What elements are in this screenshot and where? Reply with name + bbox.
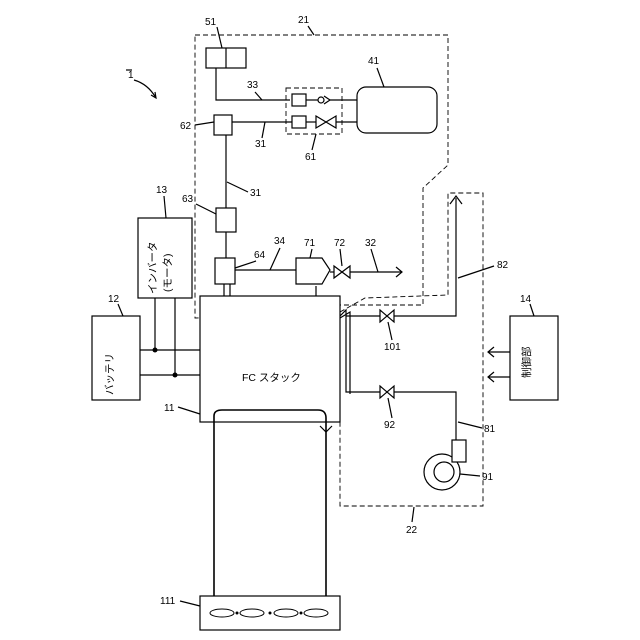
ref-111: 111 — [160, 596, 176, 607]
ref-31a-leader — [262, 122, 265, 138]
ref-61-leader — [312, 134, 316, 150]
ref-101: 101 — [384, 342, 401, 353]
inverter-label-line1: インバータ — [147, 242, 159, 295]
ref-71: 71 — [304, 238, 316, 249]
ref-64: 64 — [254, 250, 266, 261]
ref-11-leader — [178, 407, 200, 414]
valve-61-icon — [316, 116, 336, 128]
ref-51: 51 — [205, 17, 217, 28]
controller — [510, 316, 558, 400]
wire-node-b — [173, 373, 178, 378]
ref-31b: 31 — [250, 188, 262, 199]
ref-34: 34 — [274, 236, 286, 247]
fc-stack — [200, 296, 340, 422]
ref-13-leader — [164, 196, 166, 218]
ref-1-leader — [134, 80, 156, 98]
ref-61: 61 — [305, 152, 317, 163]
ref-21: 21 — [298, 15, 310, 26]
ref-31a: 31 — [255, 139, 267, 150]
ref-13: 13 — [156, 185, 168, 196]
ref-11: 11 — [164, 403, 175, 414]
ref-12-leader — [118, 304, 123, 316]
valve-101-icon — [380, 310, 394, 322]
battery-label: バッテリ — [104, 353, 116, 395]
ref-91-leader — [460, 474, 480, 476]
valve-61-lower-actuator — [292, 116, 306, 128]
ref-81-leader — [458, 422, 482, 428]
ref-14-leader — [530, 304, 534, 316]
ref-64-leader — [235, 261, 256, 268]
ref-72: 72 — [334, 238, 346, 249]
air-supply-inlet — [340, 310, 380, 392]
gas-liquid-separator — [296, 258, 330, 284]
pipe-81 — [394, 392, 456, 440]
ref-1: 1 — [128, 70, 134, 81]
ref-32: 32 — [365, 238, 377, 249]
wire-node-a — [153, 348, 158, 353]
ref-62: 62 — [180, 121, 192, 132]
valve-92-icon — [380, 386, 394, 398]
check-valve-icon — [318, 97, 324, 103]
check-valve-arrow — [324, 96, 330, 104]
ref-31b-leader — [227, 182, 248, 192]
ref-14: 14 — [520, 294, 532, 305]
ref-101-leader — [388, 322, 392, 340]
block-63 — [216, 208, 236, 232]
ref-91: 91 — [482, 472, 494, 483]
ref-81: 81 — [484, 424, 496, 435]
battery — [92, 316, 140, 400]
ref-41-leader — [377, 68, 384, 87]
ref-111-leader — [180, 601, 200, 606]
ref-71-leader — [310, 249, 312, 258]
ref-63-leader — [196, 204, 216, 214]
controller-label: 制御部 — [520, 347, 533, 379]
valve-72-icon — [334, 266, 350, 278]
ref-21-leader — [308, 26, 314, 35]
fc-stack-label: FC スタック — [242, 372, 301, 384]
ref-33: 33 — [247, 80, 259, 91]
ref-92-leader — [388, 398, 392, 418]
ref-92: 92 — [384, 420, 396, 431]
ref-82: 82 — [497, 260, 509, 271]
ref-32-leader — [371, 249, 378, 272]
block-64 — [215, 258, 235, 284]
ref-62-leader — [195, 122, 214, 125]
pipe-82 — [394, 198, 456, 316]
air-supply-inner — [340, 312, 350, 394]
junction-62 — [214, 115, 232, 135]
inverter-label-line2: (モータ) — [162, 254, 174, 293]
ref-34-leader — [270, 248, 280, 270]
compressor-rotor — [434, 462, 454, 482]
ref-82-leader — [458, 266, 494, 278]
ref-41: 41 — [368, 56, 380, 67]
ref-22: 22 — [406, 525, 418, 536]
valve-61-upper-actuator — [292, 94, 306, 106]
ref-33-leader — [255, 92, 262, 100]
compressor-outlet — [452, 440, 466, 462]
ref-63: 63 — [182, 194, 194, 205]
hydrogen-tank — [357, 87, 437, 133]
ref-72-leader — [340, 249, 342, 266]
ref-12: 12 — [108, 294, 120, 305]
ref-51-leader — [217, 27, 222, 48]
ref-22-leader — [412, 507, 414, 522]
